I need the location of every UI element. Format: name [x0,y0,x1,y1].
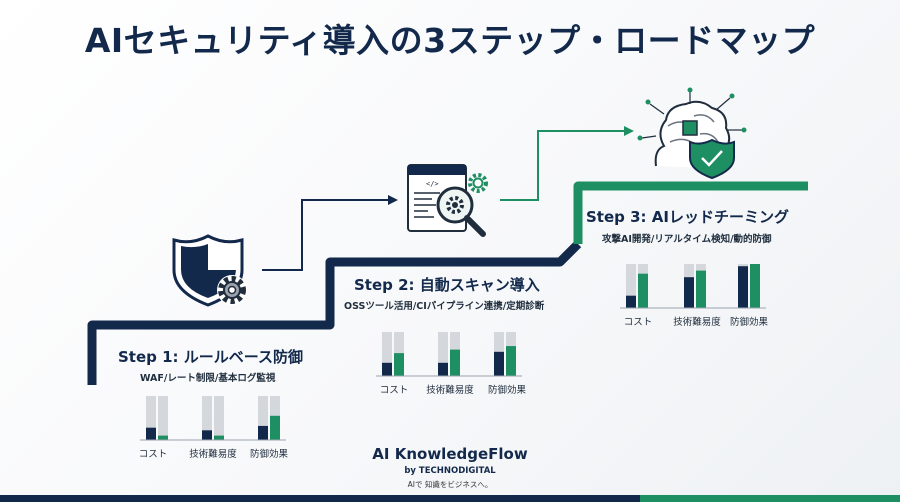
step-3-bar-1-navy-track [626,264,636,308]
step-2-bar-2-navy-track [438,332,448,376]
step-2-subtitle: OSSツール活用/CIパイプライン連携/定期診断 [344,301,545,312]
step-3-subtitle: 攻撃AI開発/リアルタイム検知/動的防御 [602,234,772,245]
brand-name: AI KnowledgeFlow [372,445,528,463]
step-1-bar-3-green-fill [270,415,280,440]
step-3-bar-1-navy-fill [626,295,636,308]
bottom-band-green [640,495,900,502]
step-3-bar-label-effect: 防御効果 [729,317,768,328]
step-2-bar-1-navy-fill [382,362,392,376]
step-2-bar-label-effect: 防御効果 [487,385,526,396]
step-1-bar-2-navy-fill [202,430,212,440]
step-3-title: Step 3: AIレッドチーミング [586,208,789,226]
step-2-bar-3-navy-fill [494,351,504,376]
step-1-bar-2-green-track [214,396,224,440]
page-title: AIセキュリティ導入の3ステップ・ロードマップ [84,21,816,60]
brand-company: by TECHNODIGITAL [404,466,496,476]
step-3-bar-label-cost: コスト [623,317,653,328]
step-2-bar-1-green-fill [394,353,404,376]
arrow-step2-to-step3 [500,126,634,201]
step-1-bar-3-navy-fill [258,425,268,440]
step-1-subtitle: WAF/レート制限/基本ログ監視 [140,373,276,384]
step-1-bar-1-navy-track [146,396,156,440]
step-3-bar-3-green-fill [750,264,760,308]
step-2-bar-2-navy-fill [438,362,448,376]
step-1-bar-label-cost: コスト [138,449,168,460]
step-2-bar-label-cost: コスト [379,385,409,396]
step-1-bar-3-navy-track [258,396,268,440]
staircase-line-green [573,181,808,244]
step-2-bar-label-difficulty: 技術難易度 [426,385,474,396]
ai-brain-shield-icon [637,87,747,180]
step-1-bar-2-green-fill [214,435,224,440]
code-scan-gear-icon: </> [407,164,488,237]
svg-text:</>: </> [426,180,439,188]
step-2-bar-3-green-fill [506,346,516,376]
step-1-bar-label-effect: 防御効果 [249,449,288,460]
staircase-line-navy [87,240,582,385]
bottom-band-navy [0,495,640,502]
step-3-bar-label-difficulty: 技術難易度 [673,317,721,328]
step-1-bar-label-difficulty: 技術難易度 [189,449,237,460]
step-1-bar-1-navy-fill [146,427,156,440]
brand-tagline: AIで 知識をビジネスへ。 [407,480,493,489]
step-1-bar-1-green-track [158,396,168,440]
step-2-bar-1-navy-track [382,332,392,376]
shield-gear-icon [172,234,247,307]
comparison-bars [140,264,766,441]
step-1-bar-2-navy-track [202,396,212,440]
step-2-title: Step 2: 自動スキャン導入 [354,276,540,294]
step-3-bar-3-navy-fill [738,266,748,308]
step-3-bar-1-green-fill [638,273,648,308]
step-2-bar-2-green-fill [450,349,460,376]
step-1-title: Step 1: ルールベース防御 [118,348,304,366]
step-3-bar-2-green-fill [696,270,706,308]
step-1-bar-1-green-fill [158,435,168,440]
step-3-bar-2-navy-fill [684,277,694,308]
arrow-step1-to-step2 [262,195,398,271]
